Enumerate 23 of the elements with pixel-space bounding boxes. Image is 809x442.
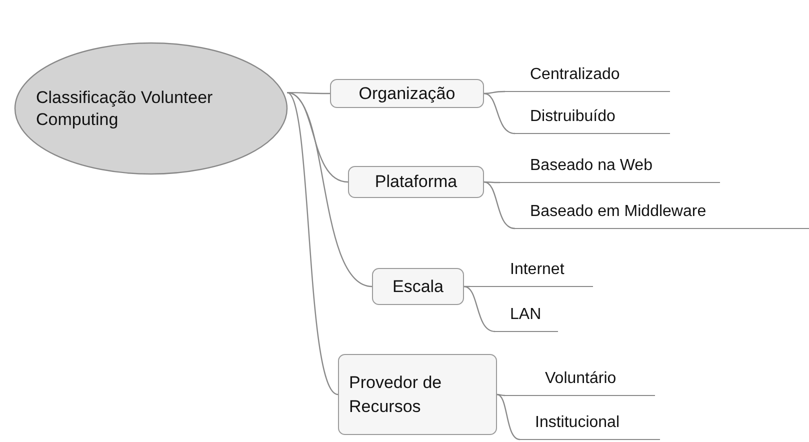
subtopic-label: Voluntário	[505, 369, 655, 396]
subtopic-label: Institucional	[520, 413, 660, 440]
subtopic-label: Internet	[470, 260, 593, 287]
topic-box: Plataforma	[348, 166, 484, 198]
branch-line	[496, 394, 520, 440]
branch-line	[286, 92, 348, 183]
subtopic-label: Distruibuído	[515, 107, 670, 134]
subtopic-label: Baseado na Web	[500, 156, 720, 183]
topic-box: Escala	[372, 268, 464, 305]
branch-line	[286, 92, 372, 288]
subtopic-label: Baseado em Middleware	[515, 202, 809, 229]
branch-line	[484, 181, 500, 184]
branch-line	[484, 90, 505, 94]
topic-box: Provedor de Recursos	[338, 354, 497, 435]
branch-line	[287, 92, 330, 94]
topic-box: Organização	[330, 79, 484, 108]
branch-line	[464, 286, 496, 332]
branch-line	[484, 181, 516, 230]
subtopic-label: Centralizado	[505, 65, 670, 92]
subtopic-label: LAN	[495, 305, 558, 332]
root-ellipse: Classificação Volunteer Computing	[14, 42, 288, 175]
branch-line	[286, 92, 338, 395]
branch-line	[484, 92, 516, 134]
